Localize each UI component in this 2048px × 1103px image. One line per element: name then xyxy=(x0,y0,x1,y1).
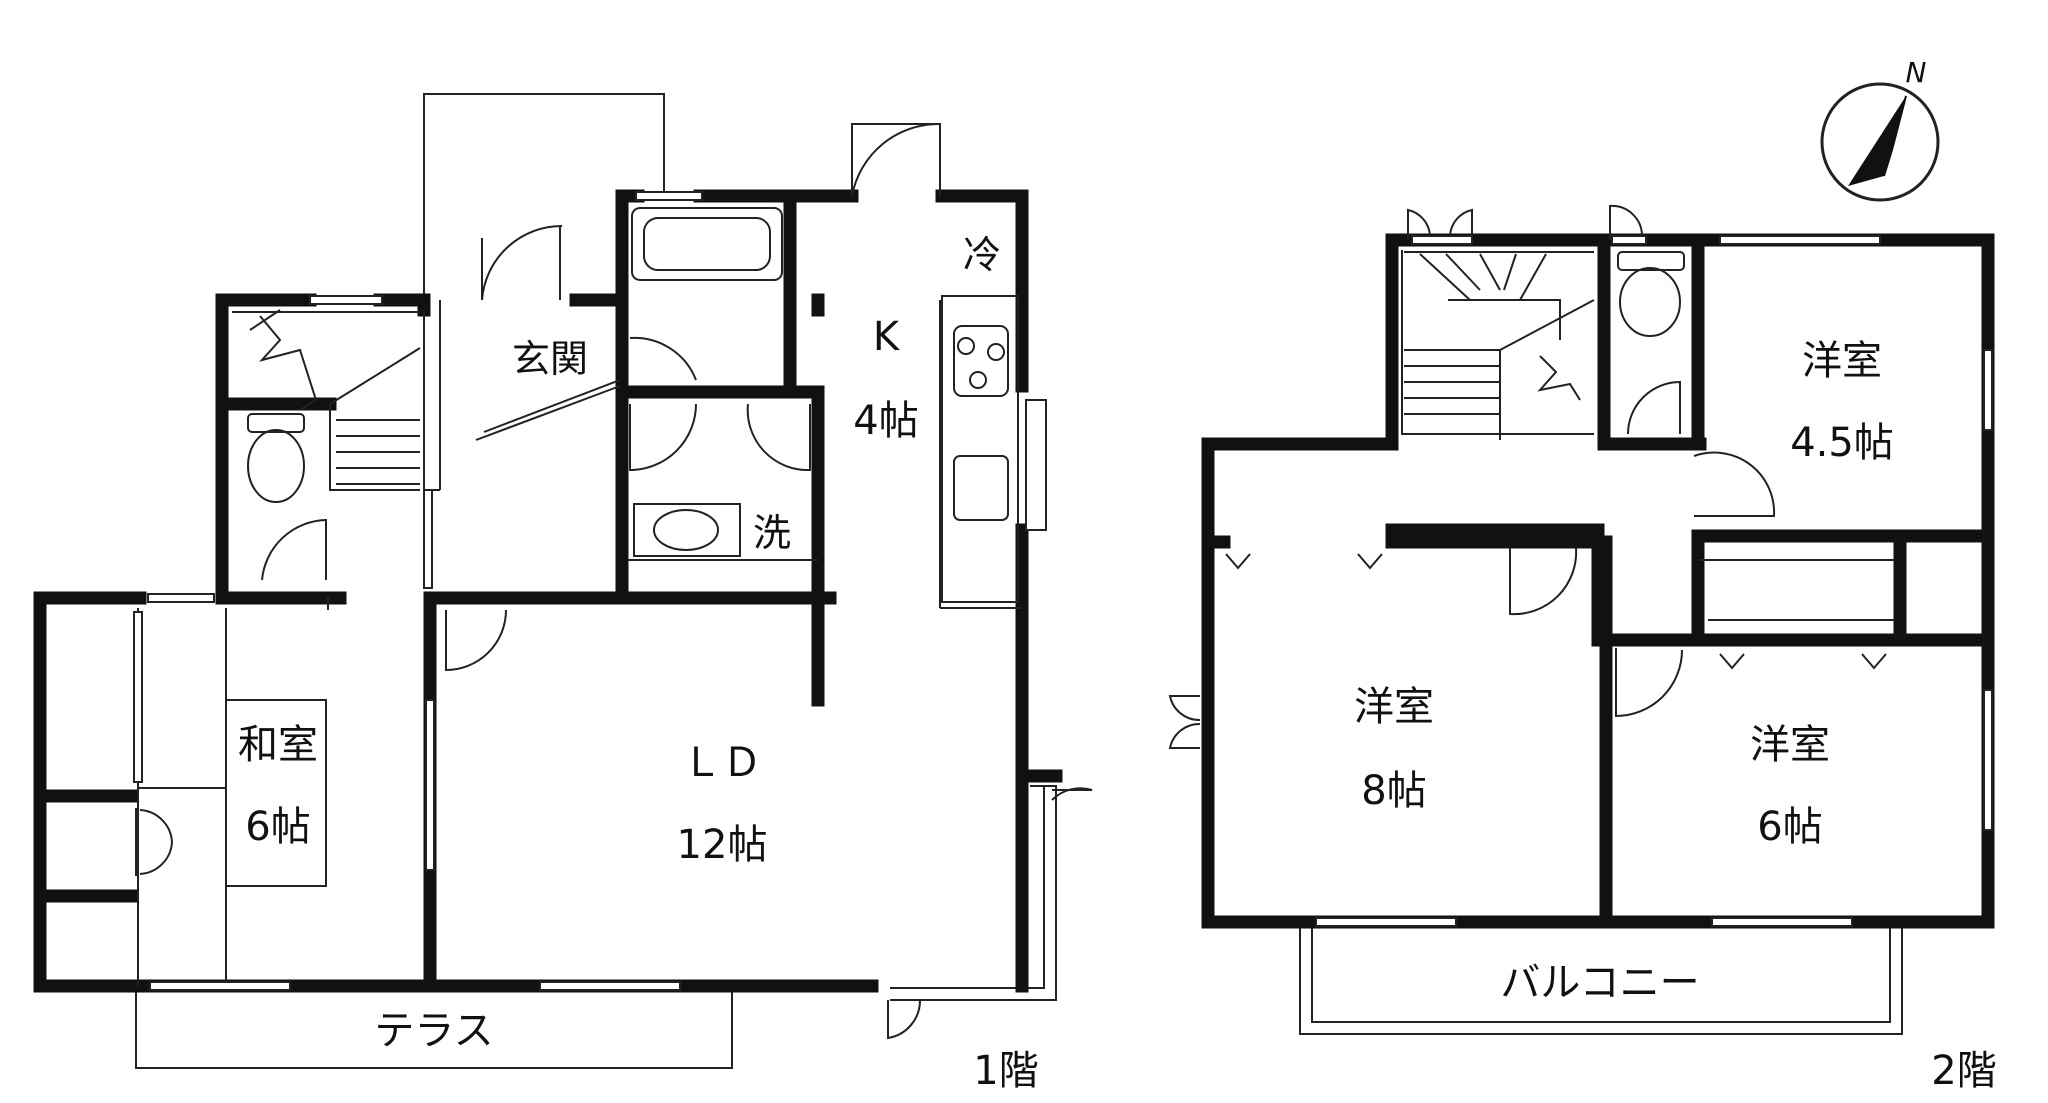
compass-north-label: N xyxy=(1906,56,1927,89)
label-room-ne-size: 4.5帖 xyxy=(1790,420,1894,466)
bay-outline xyxy=(890,785,1057,1001)
label-washitsu: 和室 xyxy=(238,722,318,768)
floor2-toilet xyxy=(1617,251,1685,435)
label-room-w: 洋室 xyxy=(1354,684,1434,730)
label-room-ne: 洋室 xyxy=(1802,338,1882,384)
label-room-se: 洋室 xyxy=(1750,722,1830,768)
labels: 玄関 冷 K 4帖 洗 和室 6帖 ＬＤ 12帖 テラス 1階 洋室 4.5帖 … xyxy=(238,56,1997,1094)
label-balcony: バルコニー xyxy=(1500,960,1699,1006)
floor2-closet-markers xyxy=(1225,553,1887,670)
floor2-doors xyxy=(1168,204,1776,749)
floor2-windows xyxy=(1315,235,1993,927)
bathtub xyxy=(631,207,783,281)
compass-ring xyxy=(1820,82,1940,202)
label-fridge: 冷 xyxy=(963,233,1001,277)
label-washitsu-size: 6帖 xyxy=(245,804,310,850)
floor2-stairs xyxy=(1404,251,1595,440)
floor1-walls xyxy=(33,189,1063,993)
label-kitchen: K xyxy=(873,314,901,360)
label-washroom: 洗 xyxy=(753,511,791,555)
floor2-thin-lines xyxy=(1401,250,1894,621)
label-floor1: 1階 xyxy=(973,1048,1038,1094)
label-floor2: 2階 xyxy=(1931,1048,1996,1094)
floor1-plan xyxy=(33,93,1093,1069)
label-kitchen-size: 4帖 xyxy=(853,398,918,444)
washitsu-closet-door xyxy=(135,808,173,876)
label-ld-size: 12帖 xyxy=(677,822,768,868)
floor1-thin-lines xyxy=(137,300,1022,986)
floor2-plan xyxy=(1168,82,1995,1035)
compass xyxy=(1820,82,1940,202)
floor2-walls xyxy=(1201,233,1995,929)
washbasin xyxy=(633,503,741,557)
label-ld: ＬＤ xyxy=(682,740,762,786)
compass-needle-icon xyxy=(1848,96,1906,186)
floor1-doors xyxy=(261,122,1093,1040)
label-genkan: 玄関 xyxy=(512,337,588,381)
kitchen-counter xyxy=(941,295,1019,603)
compass-needle-outline xyxy=(1883,95,1907,177)
porch-outline xyxy=(423,93,665,300)
label-room-w-size: 8帖 xyxy=(1361,768,1426,814)
floor1-windows xyxy=(133,191,1047,991)
label-room-se-size: 6帖 xyxy=(1757,804,1822,850)
balcony-inner xyxy=(1311,928,1891,1023)
label-terrace: テラス xyxy=(374,1008,493,1054)
floor1-toilet xyxy=(247,413,305,503)
floor1-stairs xyxy=(232,309,421,491)
balcony-outline xyxy=(1299,928,1903,1035)
bay-inner-line xyxy=(890,786,1045,989)
